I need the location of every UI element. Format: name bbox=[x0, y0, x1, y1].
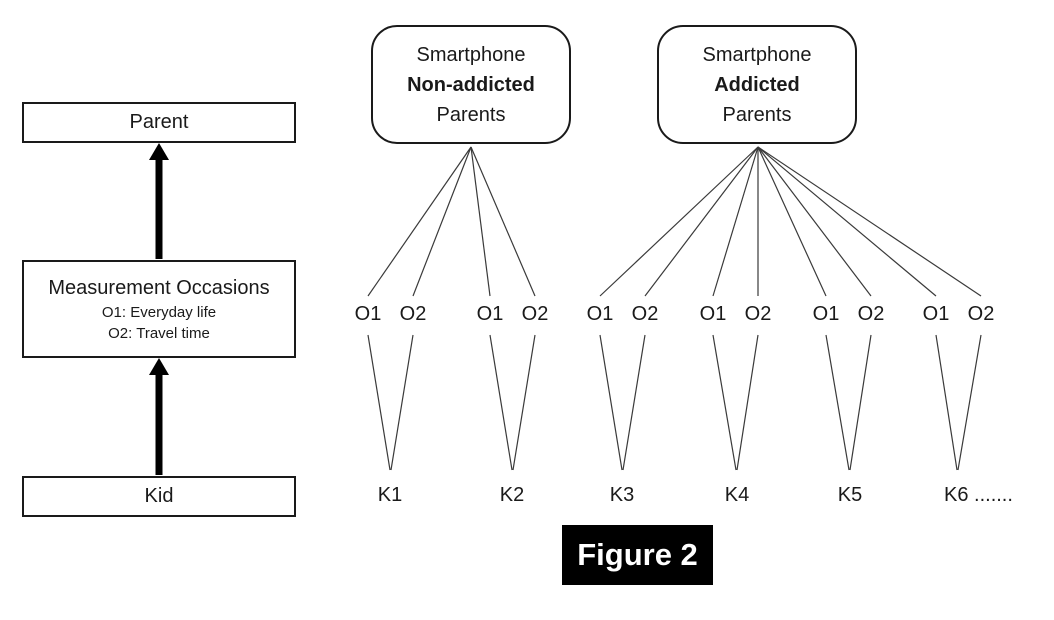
converge-line bbox=[736, 334, 759, 471]
converge-line bbox=[825, 334, 850, 471]
occasion-label: O1 bbox=[476, 303, 504, 325]
kid-label: K2 bbox=[499, 484, 525, 506]
fan-line bbox=[470, 146, 491, 297]
occasion-label: O1 bbox=[586, 303, 614, 325]
arrow-shaft bbox=[155, 374, 163, 475]
occasion-label: O2 bbox=[857, 303, 885, 325]
converge-line bbox=[512, 334, 536, 471]
fan-lines-addicted bbox=[599, 146, 982, 297]
group-line-emphasis: Addicted bbox=[714, 73, 800, 96]
converge-line bbox=[622, 334, 646, 471]
fan-line bbox=[412, 146, 472, 297]
kid-box: Kid bbox=[22, 476, 296, 517]
kid-box-label: Kid bbox=[144, 485, 174, 507]
measurement-box-title: Measurement Occasions bbox=[48, 277, 270, 299]
group-line-emphasis: Non-addicted bbox=[407, 73, 535, 96]
occasion-label: O1 bbox=[922, 303, 950, 325]
occasion-label: O1 bbox=[699, 303, 727, 325]
converge-line bbox=[390, 334, 414, 471]
figure-caption: Figure 2 bbox=[562, 525, 713, 585]
fan-line bbox=[599, 146, 759, 297]
fan-lines-non-addicted bbox=[367, 146, 536, 297]
fan-line bbox=[757, 146, 872, 297]
figure-caption-text: Figure 2 bbox=[577, 537, 698, 572]
converge-line bbox=[957, 334, 982, 471]
converge-line bbox=[367, 334, 391, 471]
arrow-head-icon bbox=[149, 143, 169, 160]
kid-label: K3 bbox=[609, 484, 635, 506]
occasion-label: O1 bbox=[354, 303, 382, 325]
group-box-non-addicted: Smartphone Non-addicted Parents bbox=[371, 25, 571, 144]
occasion-label: O2 bbox=[967, 303, 995, 325]
arrow-head-icon bbox=[149, 358, 169, 375]
converge-line bbox=[712, 334, 737, 471]
fan-line bbox=[712, 146, 759, 297]
converge-line bbox=[849, 334, 872, 471]
fan-line bbox=[757, 146, 982, 297]
occasion-label: O2 bbox=[399, 303, 427, 325]
occasion-label: O2 bbox=[631, 303, 659, 325]
group-line: Smartphone bbox=[702, 43, 812, 66]
arrow-shaft bbox=[155, 159, 163, 259]
fan-line bbox=[367, 146, 472, 297]
fan-line bbox=[757, 146, 827, 297]
occasion-label: O2 bbox=[744, 303, 772, 325]
kid-label: K1 bbox=[377, 484, 403, 506]
arrow-kid-to-measurement bbox=[149, 358, 169, 475]
measurement-occasions-box: Measurement Occasions O1: Everyday life … bbox=[22, 260, 296, 358]
fan-line bbox=[644, 146, 759, 297]
arrow-measurement-to-parent bbox=[149, 143, 169, 259]
converge-lines bbox=[367, 334, 982, 471]
occasion1-definition: O1: Everyday life bbox=[101, 304, 217, 321]
converge-line bbox=[489, 334, 513, 471]
occasion-label: O1 bbox=[812, 303, 840, 325]
kid-label: K5 bbox=[837, 484, 863, 506]
parent-box-label: Parent bbox=[129, 111, 189, 133]
occasion-label: O2 bbox=[521, 303, 549, 325]
group-line: Parents bbox=[722, 103, 792, 126]
parent-box: Parent bbox=[22, 102, 296, 143]
fan-line bbox=[470, 146, 536, 297]
converge-line bbox=[599, 334, 623, 471]
converge-line bbox=[935, 334, 958, 471]
group-box-addicted: Smartphone Addicted Parents bbox=[657, 25, 857, 144]
kid-label: K4 bbox=[724, 484, 750, 506]
group-line: Parents bbox=[436, 103, 506, 126]
group-line: Smartphone bbox=[416, 43, 526, 66]
fan-line bbox=[757, 146, 937, 297]
kid-label: K6 ....... bbox=[944, 484, 1013, 506]
occasion2-definition: O2: Travel time bbox=[108, 325, 210, 342]
